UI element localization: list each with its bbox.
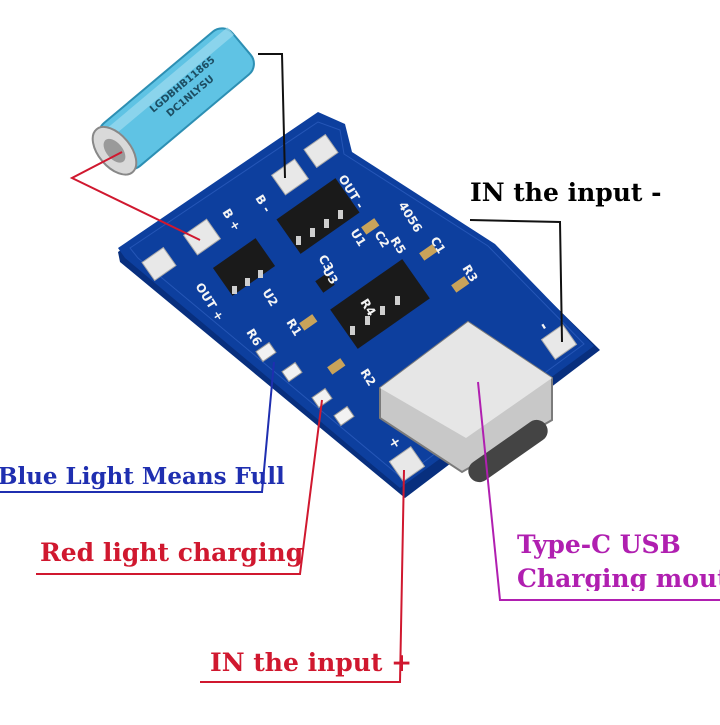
- led-blue-2: [281, 361, 303, 383]
- battery-highlight: [97, 27, 234, 145]
- leader-battery-b-minus: [258, 53, 286, 179]
- leader-in-minus: [469, 219, 563, 343]
- pad-out-minus: [303, 133, 339, 169]
- pad-in-plus: [388, 446, 426, 482]
- label-type-c-line2: Charging mouth: [517, 566, 720, 591]
- chip-mosfet-body: [212, 238, 276, 296]
- chip-tp4056-body: [330, 259, 430, 349]
- pad-b-minus: [270, 158, 310, 196]
- usb-c-connector: [379, 320, 553, 483]
- leader-lines: [0, 53, 720, 683]
- pad-b-plus: [182, 218, 222, 256]
- battery-terminal-cap: [103, 138, 126, 163]
- chip-tp4056: [330, 259, 430, 349]
- label-blue-light: Blue Light Means Full: [0, 463, 285, 490]
- leader-blue-light: [0, 361, 275, 493]
- pcb-trace-outline: [129, 121, 585, 479]
- leader-in-plus: [200, 469, 405, 683]
- chip-mosfet: [212, 238, 276, 296]
- led-red: [311, 387, 333, 409]
- chip-dw01-body: [276, 178, 360, 254]
- chip-pins: [232, 210, 400, 335]
- chip-dw01: [276, 178, 360, 254]
- led-red-2: [333, 405, 355, 427]
- pad-out-plus: [141, 246, 177, 282]
- usb-c-port: [468, 419, 548, 483]
- leader-type-c: [477, 381, 720, 601]
- pcb-board: B - B + OUT - OUT + 4056 U1 U2 U3 R1 R2 …: [118, 112, 600, 498]
- leader-battery-b-plus: [69, 151, 201, 241]
- led-blue: [255, 341, 277, 363]
- label-type-c-line1: Type-C USB: [517, 530, 681, 559]
- smd-components: [299, 218, 470, 375]
- usb-c-top: [380, 322, 552, 438]
- label-in-plus: IN the input +: [210, 648, 413, 677]
- label-red-light: Red light charging: [40, 538, 304, 567]
- pad-in-minus: [540, 324, 578, 360]
- label-in-minus: IN the input -: [470, 178, 662, 207]
- leader-red-light: [36, 399, 323, 575]
